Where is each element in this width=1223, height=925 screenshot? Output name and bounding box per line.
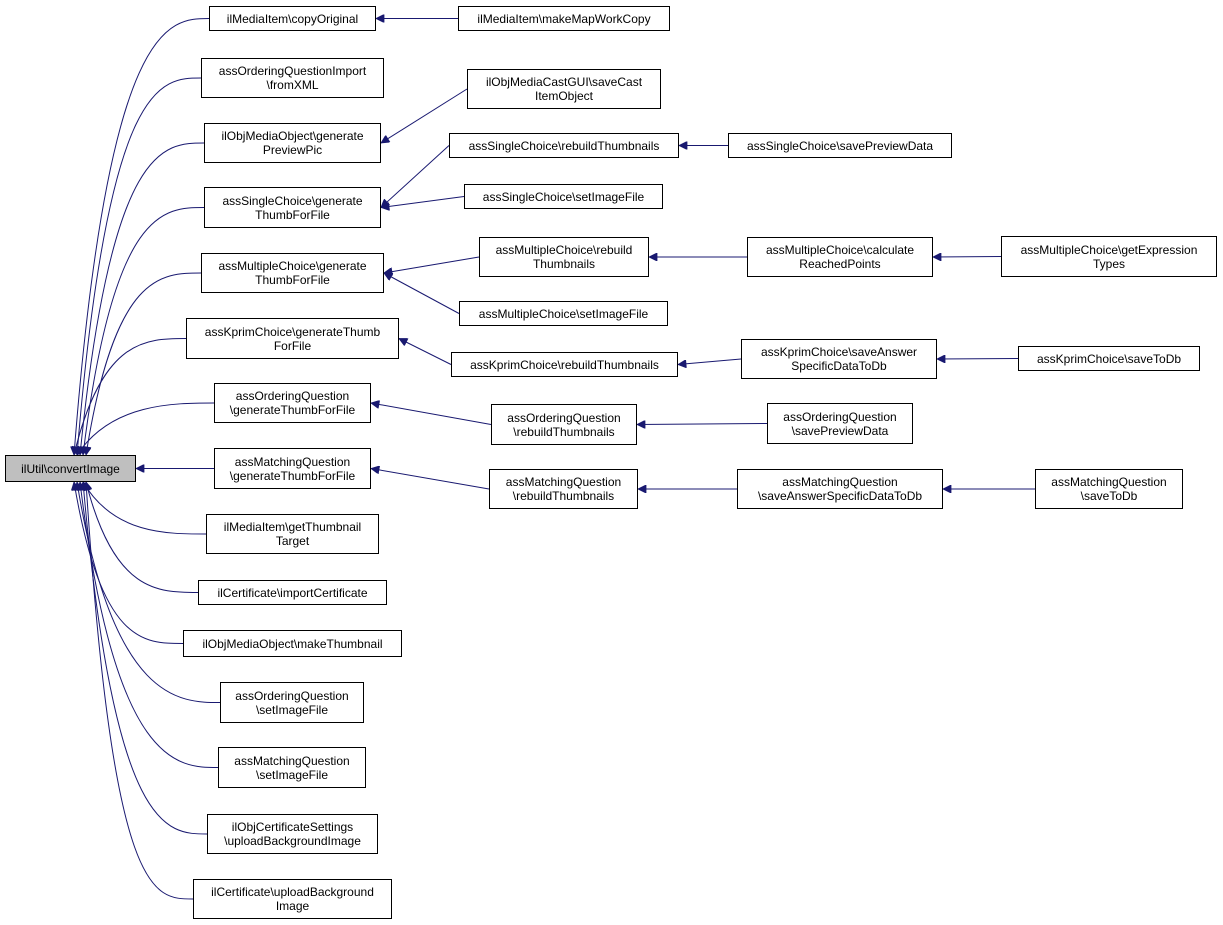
node-ilmediaitem-getthumbnailtarget[interactable]: ilMediaItem\getThumbnail Target: [206, 514, 379, 554]
edge-m7-to-n6: [399, 338, 452, 365]
node-root[interactable]: ilUtil\convertImage: [5, 455, 136, 482]
node-ilobjmediacastgui-savecastitemobject[interactable]: ilObjMediaCastGUI\saveCast ItemObject: [467, 69, 661, 109]
node-label: assKprimChoice\generateThumb ForFile: [204, 324, 381, 353]
node-assmatchingquestion-saveanswerspecificdatatodb[interactable]: assMatchingQuestion \saveAnswerSpecificD…: [737, 469, 943, 509]
node-asskprimchoice-saveanswerspecificdatatodb[interactable]: assKprimChoice\saveAnswer SpecificDataTo…: [741, 339, 937, 379]
node-assmatchingquestion-setimagefile[interactable]: assMatchingQuestion \setImageFile: [218, 747, 366, 788]
node-assmultiplechoice-generatethumbforfile[interactable]: assMultipleChoice\generate ThumbForFile: [201, 253, 384, 293]
node-asskprimchoice-savetodb[interactable]: assKprimChoice\saveToDb: [1018, 346, 1200, 371]
node-label: ilMediaItem\getThumbnail Target: [223, 520, 362, 548]
node-label: assMatchingQuestion \rebuildThumbnails: [505, 475, 622, 503]
node-ilmediaitem-makemapworkcopy[interactable]: ilMediaItem\makeMapWorkCopy: [458, 6, 670, 31]
node-label: ilCertificate\uploadBackground Image: [211, 885, 374, 913]
edge-n3-to-root: [80, 142, 205, 455]
node-label: ilObjMediaCastGUI\saveCast ItemObject: [485, 75, 643, 103]
node-asssinglechoice-setimagefile[interactable]: assSingleChoice\setImageFile: [464, 184, 663, 209]
edge-n10-to-root: [86, 482, 199, 593]
edge-m5-to-n5: [384, 256, 480, 273]
node-assorderingquestion-rebuildthumbnails[interactable]: assOrderingQuestion \rebuildThumbnails: [491, 404, 637, 445]
node-assmatchingquestion-savetodb[interactable]: assMatchingQuestion \saveToDb: [1035, 469, 1183, 509]
node-ilobjmediaobject-makethumbnail[interactable]: ilObjMediaObject\makeThumbnail: [183, 630, 402, 657]
node-ilmediaitem-copyoriginal[interactable]: ilMediaItem\copyOriginal: [209, 6, 376, 31]
edge-m6-to-n5: [384, 272, 460, 314]
node-label: assKprimChoice\saveAnswer SpecificDataTo…: [760, 345, 918, 373]
node-assorderingquestionimport-fromxml[interactable]: assOrderingQuestionImport \fromXML: [201, 58, 384, 98]
node-label: ilObjMediaObject\makeThumbnail: [202, 636, 383, 651]
node-asssinglechoice-generatethumbforfile[interactable]: assSingleChoice\generate ThumbForFile: [204, 187, 381, 228]
node-assorderingquestion-savepreviewdata[interactable]: assOrderingQuestion \savePreviewData: [767, 403, 913, 444]
node-assmultiplechoice-setimagefile[interactable]: assMultipleChoice\setImageFile: [459, 301, 668, 326]
node-asssinglechoice-savepreviewdata[interactable]: assSingleChoice\savePreviewData: [728, 133, 952, 158]
node-ilcertificate-importcertificate[interactable]: ilCertificate\importCertificate: [198, 580, 387, 605]
node-assorderingquestion-generatethumbforfile[interactable]: assOrderingQuestion \generateThumbForFil…: [214, 383, 371, 423]
edge-m8-to-n7: [371, 403, 492, 425]
node-label: assMatchingQuestion \generateThumbForFil…: [229, 454, 356, 483]
node-label: ilMediaItem\copyOriginal: [226, 11, 359, 26]
edge-m2-to-n3: [381, 88, 468, 143]
node-label: ilCertificate\importCertificate: [217, 585, 368, 600]
node-label: assMultipleChoice\rebuild Thumbnails: [495, 243, 633, 271]
node-label: assOrderingQuestion \setImageFile: [235, 688, 349, 717]
edge-n7-to-root: [77, 402, 215, 455]
edge-n4-to-root: [83, 207, 205, 456]
edge-e2-to-r3: [937, 359, 1019, 360]
edge-r3-to-m7: [678, 358, 742, 365]
node-label: assSingleChoice\setImageFile: [482, 189, 645, 204]
node-label: assOrderingQuestion \generateThumbForFil…: [229, 389, 356, 417]
node-label: ilObjMediaObject\generate PreviewPic: [221, 129, 364, 157]
edge-n15-to-root: [86, 482, 194, 900]
edge-n13-to-root: [80, 482, 219, 768]
edge-m4-to-n4: [381, 196, 465, 208]
node-assmultiplechoice-calculatereachedpoints[interactable]: assMultipleChoice\calculate ReachedPoint…: [747, 237, 933, 277]
node-label: assOrderingQuestionImport \fromXML: [218, 64, 367, 92]
edge-n6-to-root: [74, 338, 187, 456]
node-assmatchingquestion-rebuildthumbnails[interactable]: assMatchingQuestion \rebuildThumbnails: [489, 469, 638, 509]
edge-n5-to-root: [86, 272, 202, 455]
node-label: assKprimChoice\saveToDb: [1036, 351, 1182, 366]
node-ilcertificate-uploadbackgroundimage[interactable]: ilCertificate\uploadBackground Image: [193, 879, 392, 919]
edge-e1-to-r2: [933, 257, 1002, 258]
node-label: ilUtil\convertImage: [21, 461, 120, 476]
edge-n9-to-root: [83, 482, 207, 535]
node-label: assKprimChoice\rebuildThumbnails: [470, 357, 659, 372]
node-label: ilObjCertificateSettings \uploadBackgrou…: [224, 820, 361, 848]
node-label: assMultipleChoice\setImageFile: [478, 306, 649, 321]
edge-r4-to-m8: [637, 424, 768, 425]
node-asskprimchoice-generatethumbforfile[interactable]: assKprimChoice\generateThumb ForFile: [186, 318, 399, 359]
node-label: ilMediaItem\makeMapWorkCopy: [477, 11, 651, 26]
node-ilobjcertificatesettings-uploadbackgroundimage[interactable]: ilObjCertificateSettings \uploadBackgrou…: [207, 814, 378, 854]
node-label: assOrderingQuestion \rebuildThumbnails: [507, 410, 621, 439]
edge-m3-to-n4: [381, 145, 450, 208]
node-label: assSingleChoice\savePreviewData: [746, 138, 934, 153]
edge-n11-to-root: [74, 482, 184, 644]
node-label: assMultipleChoice\calculate ReachedPoint…: [765, 243, 915, 271]
node-label: assMatchingQuestion \saveAnswerSpecificD…: [757, 475, 923, 503]
node-asskprimchoice-rebuildthumbnails[interactable]: assKprimChoice\rebuildThumbnails: [451, 352, 678, 377]
node-label: assOrderingQuestion \savePreviewData: [783, 409, 897, 438]
node-label: assMatchingQuestion \saveToDb: [1051, 475, 1167, 503]
node-assorderingquestion-setimagefile[interactable]: assOrderingQuestion \setImageFile: [220, 682, 364, 723]
node-label: assMatchingQuestion \setImageFile: [234, 753, 350, 782]
node-assmultiplechoice-rebuildthumbnails[interactable]: assMultipleChoice\rebuild Thumbnails: [479, 237, 649, 277]
edge-n12-to-root: [77, 482, 221, 703]
node-label: assSingleChoice\generate ThumbForFile: [222, 193, 363, 222]
edge-n2-to-root: [77, 77, 202, 455]
node-ilobjmediaobject-generatepreviewpic[interactable]: ilObjMediaObject\generate PreviewPic: [204, 123, 381, 163]
edge-n14-to-root: [83, 482, 208, 835]
node-assmatchingquestion-generatethumbforfile[interactable]: assMatchingQuestion \generateThumbForFil…: [214, 448, 371, 489]
edge-m9-to-n8: [371, 469, 490, 490]
node-label: assSingleChoice\rebuildThumbnails: [468, 138, 660, 153]
edge-n1-to-root: [74, 18, 210, 456]
node-label: assMultipleChoice\getExpression Types: [1020, 242, 1198, 271]
node-asssinglechoice-rebuildthumbnails[interactable]: assSingleChoice\rebuildThumbnails: [449, 133, 679, 158]
node-label: assMultipleChoice\generate ThumbForFile: [218, 259, 367, 287]
node-assmultiplechoice-getexpressiontypes[interactable]: assMultipleChoice\getExpression Types: [1001, 236, 1217, 277]
